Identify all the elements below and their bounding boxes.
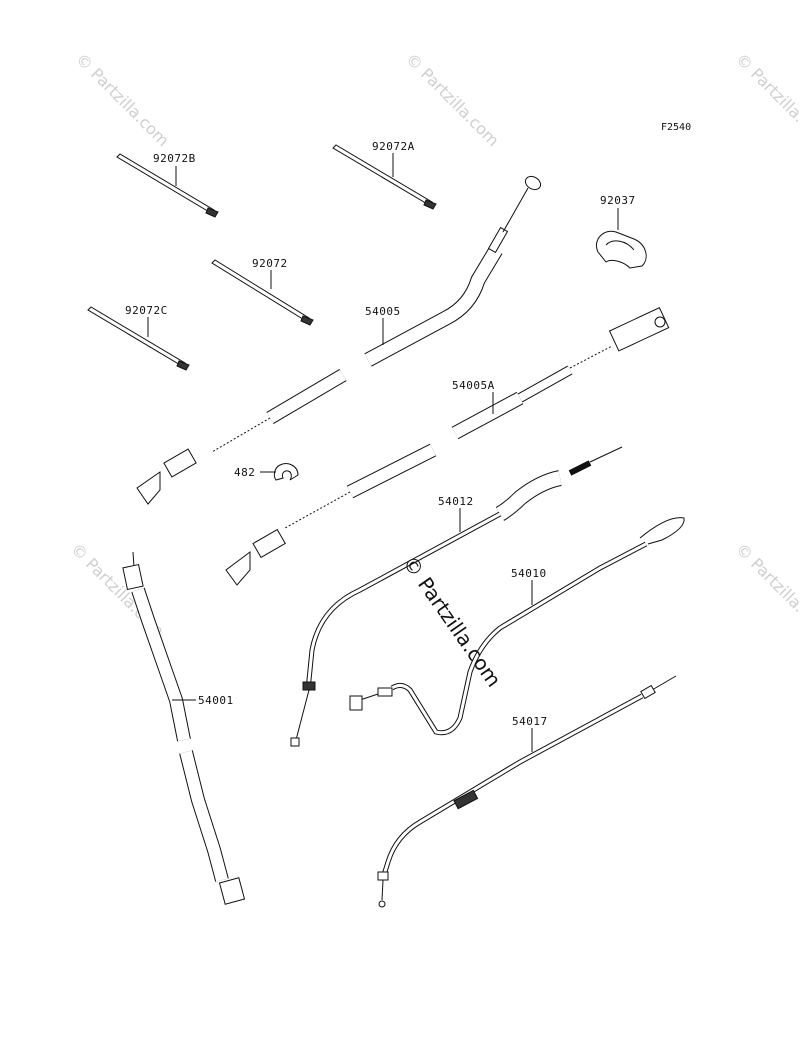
main-watermark-text: © Partzilla.com: [398, 551, 506, 691]
cable-tie-92072[interactable]: 92072: [211, 257, 314, 326]
cable-54005A[interactable]: 54005A: [451, 307, 670, 440]
lever-cable-upper[interactable]: [136, 368, 347, 505]
cable-54012[interactable]: 54012: [290, 446, 623, 747]
cable-tie-92072B[interactable]: 92072B: [116, 152, 219, 218]
clamp-92037[interactable]: 92037: [596, 194, 647, 269]
part-label-54001: 54001: [198, 694, 234, 707]
part-label-54017: 54017: [512, 715, 548, 728]
clip-482[interactable]: 482: [234, 463, 299, 481]
part-label-92072B: 92072B: [153, 152, 196, 165]
main-watermark: © Partzilla.com: [398, 551, 506, 691]
speedometer-cable-54001[interactable]: 54001: [122, 551, 246, 905]
part-label-54010: 54010: [511, 567, 547, 580]
part-label-54005A: 54005A: [452, 379, 495, 392]
cable-tie-92072A[interactable]: 92072A: [332, 140, 437, 210]
lever-cable-lower[interactable]: [225, 443, 437, 586]
watermark-text: © Partzilla.com: [72, 49, 173, 150]
part-label-54005: 54005: [365, 305, 401, 318]
part-label-92072: 92072: [252, 257, 288, 270]
cable-54017[interactable]: 54017: [377, 675, 677, 908]
watermark-text: © Partzilla.com: [732, 49, 800, 150]
throttle-cable-54005[interactable]: 54005: [364, 174, 543, 367]
watermark-text: © Partzilla.com: [402, 49, 503, 150]
cable-tie-92072C[interactable]: 92072C: [87, 304, 190, 371]
part-label-54012: 54012: [438, 495, 474, 508]
watermark-text: © Partzilla.com: [732, 539, 800, 640]
cable-54010[interactable]: 54010: [349, 517, 685, 736]
spring-coils: [569, 345, 613, 369]
part-label-482: 482: [234, 466, 255, 479]
figure-code: F2540: [661, 122, 691, 133]
part-label-92037: 92037: [600, 194, 636, 207]
part-label-92072C: 92072C: [125, 304, 168, 317]
part-label-92072A: 92072A: [372, 140, 415, 153]
